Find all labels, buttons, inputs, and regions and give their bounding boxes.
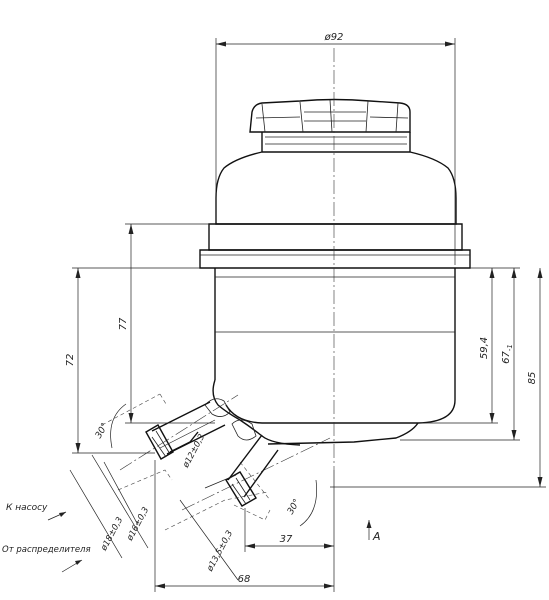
dim-dia-12: ø12±0,3 bbox=[181, 433, 208, 471]
dim-dia-16: ø16±0,3 bbox=[125, 506, 152, 544]
lower-pipe bbox=[225, 434, 279, 507]
outlet-boss bbox=[212, 379, 301, 446]
dim-77: 77 bbox=[118, 317, 129, 330]
dim-dia-92: ø92 bbox=[324, 32, 344, 43]
dim-angle-upper: 30° bbox=[94, 422, 111, 441]
filler-neck bbox=[261, 132, 411, 153]
label-view-a: А bbox=[372, 530, 381, 543]
dim-67: 67-1 bbox=[501, 344, 514, 364]
centerlines bbox=[119, 48, 335, 511]
upper-shell bbox=[215, 151, 457, 225]
filler-cap bbox=[249, 98, 411, 133]
dim-59-4: 59,4 bbox=[479, 337, 490, 359]
dim-angle-lower: 30° bbox=[286, 498, 303, 517]
joint-flange bbox=[208, 223, 463, 251]
label-to-pump: К насосу bbox=[6, 503, 48, 513]
dim-72: 72 bbox=[65, 354, 76, 367]
lower-shell bbox=[214, 268, 456, 400]
dim-85: 85 bbox=[527, 372, 538, 385]
dim-68: 68 bbox=[238, 574, 251, 585]
bottom-shell bbox=[225, 399, 456, 424]
dim-37: 37 bbox=[280, 534, 293, 545]
annotation-labels: К насосу От распределителя А bbox=[2, 503, 381, 555]
dim-dia-18: ø18±0,3 bbox=[99, 516, 126, 554]
reservoir-body bbox=[199, 98, 471, 446]
hidden-contours bbox=[101, 393, 271, 531]
upper-pipe bbox=[145, 401, 226, 460]
dim-dia-13-5: ø13,5±0,3 bbox=[205, 529, 235, 574]
dimension-lines bbox=[47, 38, 546, 592]
label-from-distributor: От распределителя bbox=[2, 545, 91, 555]
